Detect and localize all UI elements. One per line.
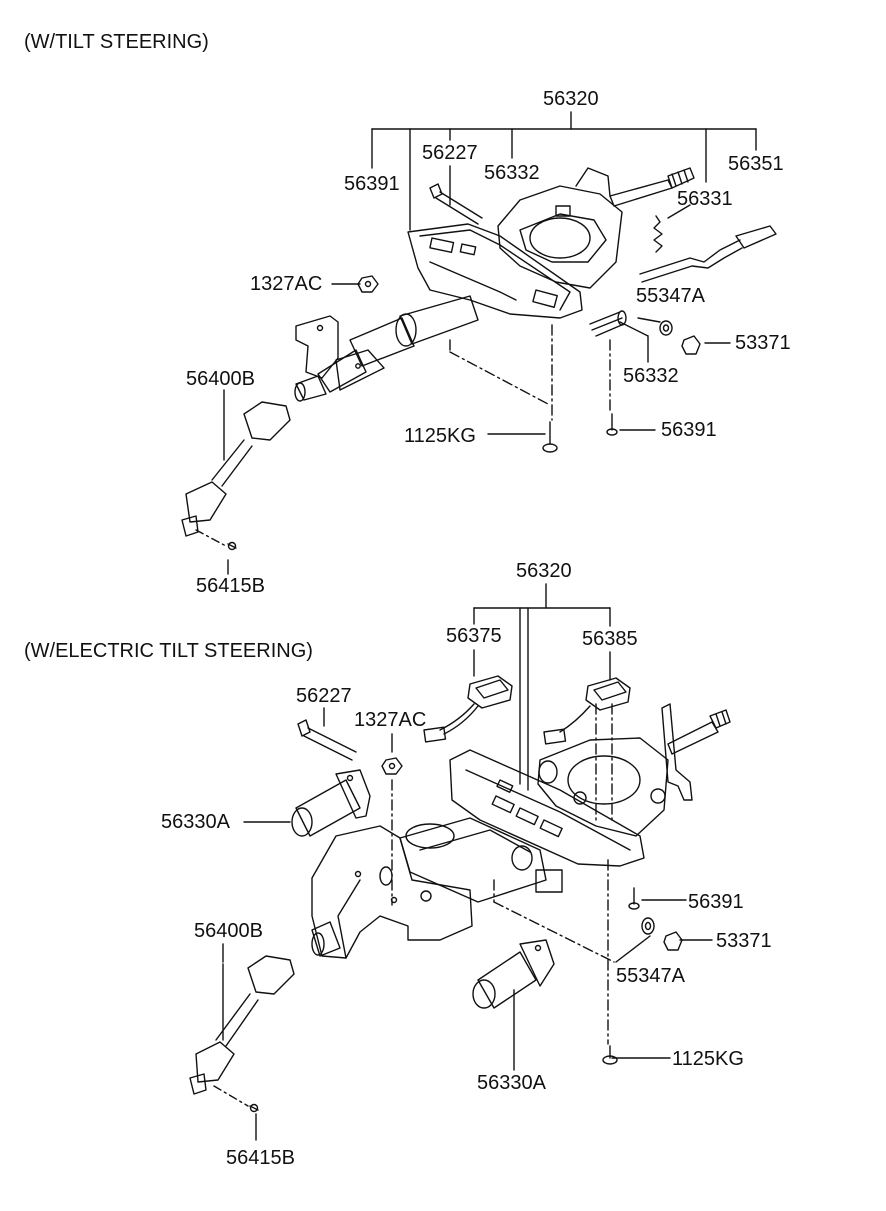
electric-label-56400b: 56400B [194,920,263,942]
electric-label-56415b: 56415B [226,1147,295,1169]
tilt-label-56320: 56320 [543,88,599,110]
tilt-label-56391-lower: 56391 [661,419,717,441]
electric-label-53371: 53371 [716,930,772,952]
tilt-label-56351: 56351 [728,153,784,175]
tilt-label-1125kg: 1125KG [404,425,476,447]
tilt-label-56227: 56227 [422,142,478,164]
tilt-label-56331: 56331 [677,188,733,210]
electric-label-55347a: 55347A [616,965,685,987]
electric-section-title: (W/ELECTRIC TILT STEERING) [24,640,313,662]
tilt-leader-lines [195,111,757,575]
electric-label-56375: 56375 [446,625,502,647]
electric-label-56330a-top: 56330A [161,811,230,833]
tilt-label-1327ac: 1327AC [250,273,323,295]
electric-label-56391: 56391 [688,891,744,913]
electric-label-56227: 56227 [296,685,352,707]
tilt-section-title: (W/TILT STEERING) [24,31,209,53]
electric-label-1125kg: 1125KG [672,1048,744,1070]
tilt-label-56332-lower: 56332 [623,365,679,387]
tilt-label-55347a: 55347A [636,285,705,307]
tilt-label-56391-upper: 56391 [344,173,400,195]
electric-label-56385: 56385 [582,628,638,650]
tilt-label-56415b: 56415B [196,575,265,597]
electric-label-1327ac: 1327AC [354,709,427,731]
electric-leader-lines [213,583,713,1141]
electric-label-56320: 56320 [516,560,572,582]
tilt-label-53371: 53371 [735,332,791,354]
electric-column-assembly [189,675,731,1113]
tilt-column-assembly [181,167,777,551]
electric-label-56330a-bottom: 56330A [477,1072,546,1094]
tilt-label-56400b: 56400B [186,368,255,390]
tilt-label-56332-upper: 56332 [484,162,540,184]
